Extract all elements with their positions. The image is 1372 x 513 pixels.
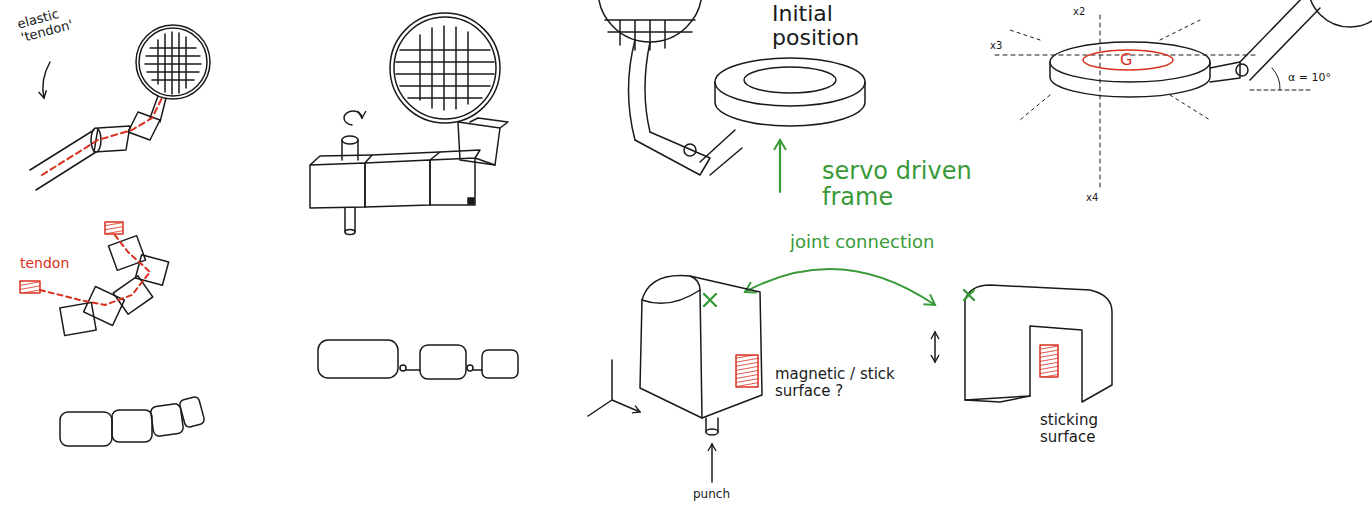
box-arm-sketch (310, 13, 518, 379)
sketch-annotation: x3 (990, 40, 1002, 51)
sketch-annotation: x2 (1073, 6, 1085, 17)
sketch-annotation: elastic 'tendon' (16, 0, 91, 46)
sketch-annotation: x4 (1086, 192, 1098, 203)
sketch-annotation: Initial position (772, 2, 882, 50)
tendon-chain-sketch (20, 222, 169, 336)
sketch-annotation: joint connection (790, 232, 934, 252)
sketch-annotation: punch (693, 488, 730, 501)
sketch-annotation: α = 10° (1288, 72, 1331, 84)
sketch-annotation: tendon (20, 256, 69, 271)
sketch-annotation: G (1120, 51, 1132, 69)
frame-axes-sketch (995, 0, 1372, 190)
racket-tendon-sketch (30, 25, 210, 190)
segment-series-sketch (60, 396, 205, 446)
joint-connection-sketch (588, 269, 1112, 482)
sketch-annotation: servo driven frame (822, 158, 982, 211)
sketch-annotation: sticking surface (1040, 412, 1130, 445)
sketch-annotation: magnetic / stick surface ? (775, 366, 915, 399)
